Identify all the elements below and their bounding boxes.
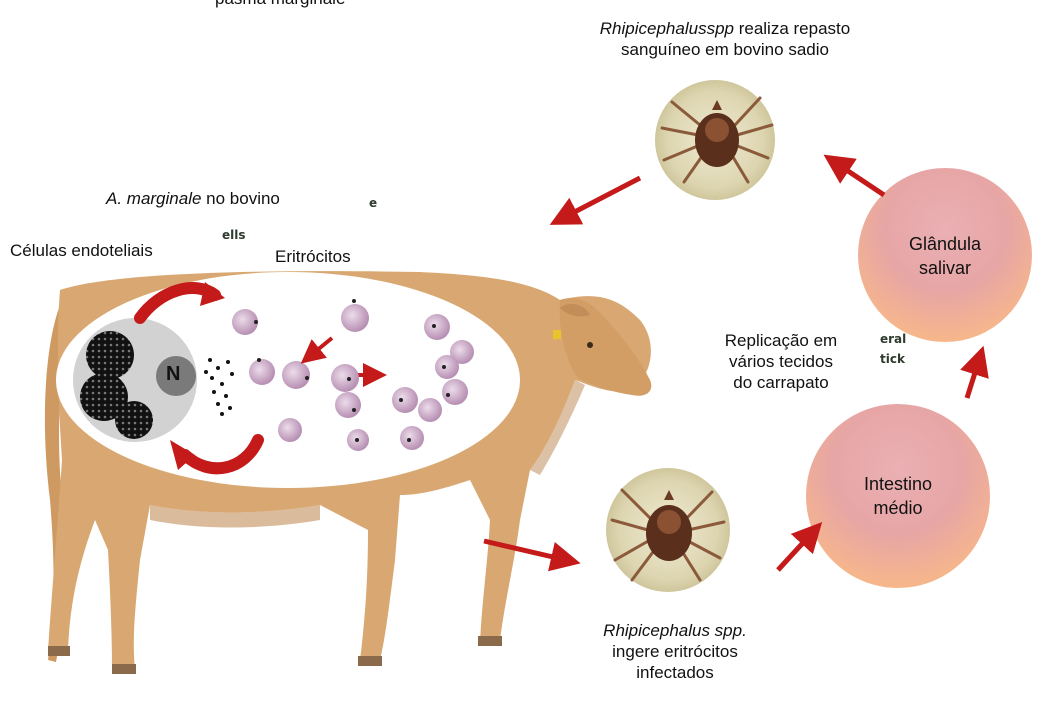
- top-cut-label: pasma marginale: [215, 0, 345, 9]
- ear-tag: [553, 330, 561, 339]
- cattle-host: no bovino: [201, 189, 279, 208]
- erythrocytes-label: Eritrócitos: [275, 246, 351, 267]
- tick-feeding-line2: sanguíneo em bovino sadio: [621, 40, 829, 59]
- replication-label: Replicação em vários tecidos do carrapat…: [706, 330, 856, 393]
- tick-ingestion-label: Rhipicephalus spp. ingere eritrócitos in…: [590, 620, 760, 683]
- fragment-ells: ells: [222, 228, 246, 242]
- tick-feeding-species: Rhipicephalusspp: [600, 19, 734, 38]
- cattle-stage-label: A. marginale no bovino: [106, 188, 280, 209]
- tick-feeding-label: Rhipicephalusspp realiza repasto sanguín…: [555, 18, 895, 60]
- tick-feeding-text: realiza repasto: [734, 19, 850, 38]
- fragment-eral: eral: [880, 332, 906, 346]
- nucleus-label: N: [166, 364, 180, 385]
- tick-top-image: [655, 80, 775, 200]
- fragment-tick: tick: [880, 352, 905, 366]
- cattle-pathogen: A. marginale: [106, 189, 201, 208]
- fragment-e: e: [369, 196, 377, 210]
- tick-bottom-image: [606, 468, 730, 592]
- endothelial-label: Células endoteliais: [10, 240, 153, 261]
